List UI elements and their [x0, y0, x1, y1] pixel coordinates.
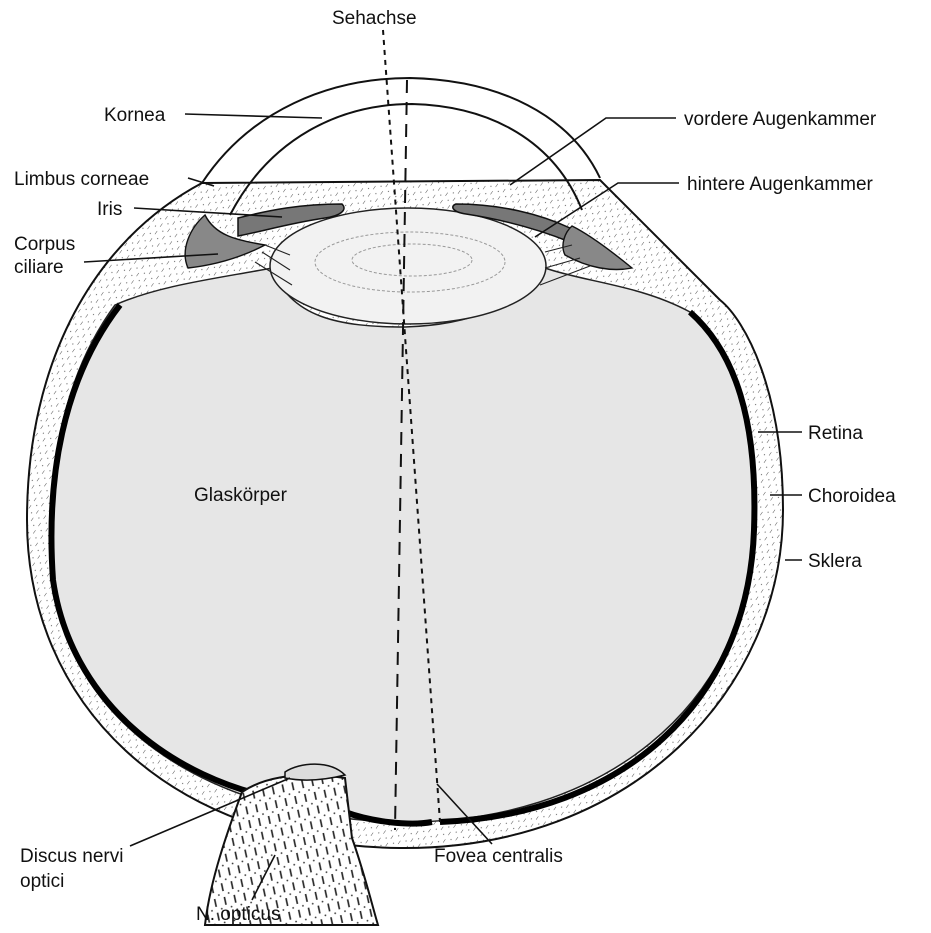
label-sklera: Sklera — [808, 551, 862, 572]
kornea-leader — [185, 114, 322, 118]
label-sehachse: Sehachse — [332, 8, 417, 29]
label-glaskoerper: Glaskörper — [194, 485, 288, 506]
vordere-augenkammer-leader — [510, 118, 676, 185]
label-discus-nervi: Discus nervi — [20, 846, 123, 867]
label-corpus: Corpus — [14, 234, 75, 255]
label-optici: optici — [20, 871, 64, 892]
label-vordere-augenkammer: vordere Augenkammer — [684, 109, 877, 130]
label-hintere-augenkammer: hintere Augenkammer — [687, 174, 874, 195]
label-limbus-corneae: Limbus corneae — [14, 169, 149, 190]
label-fovea-centralis: Fovea centralis — [434, 846, 563, 867]
label-kornea: Kornea — [104, 105, 166, 126]
kornea-outer — [202, 78, 600, 183]
label-n-opticus: N. opticus — [196, 904, 280, 925]
label-choroidea: Choroidea — [808, 486, 896, 507]
label-iris: Iris — [97, 199, 122, 220]
linse-shape — [270, 208, 546, 324]
label-retina: Retina — [808, 423, 863, 444]
label-ciliare: ciliare — [14, 257, 64, 278]
